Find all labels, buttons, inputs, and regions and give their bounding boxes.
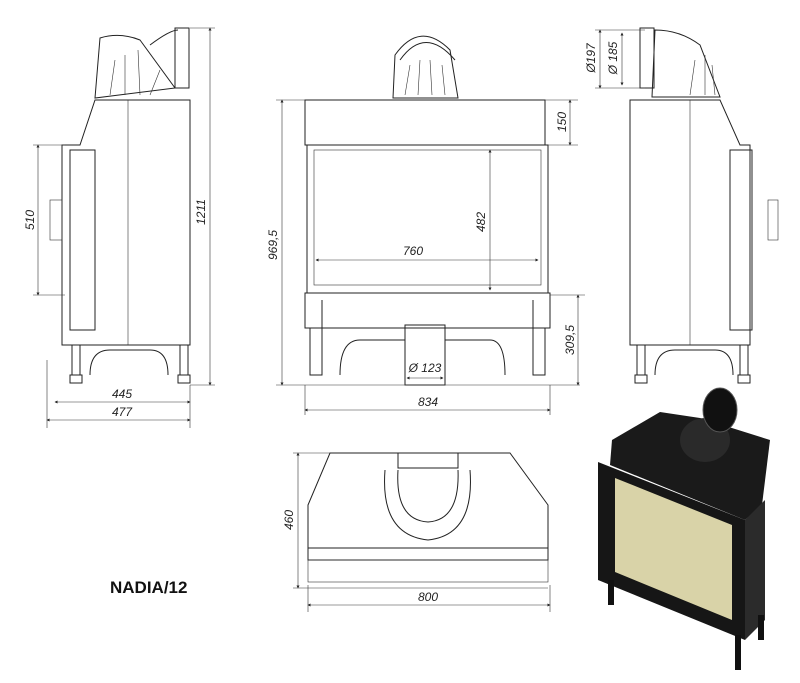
glass-window: [615, 478, 732, 620]
dim-309-5: 309,5: [563, 325, 577, 355]
dim-760: 760: [403, 244, 423, 258]
dim-1211: 1211: [194, 199, 208, 225]
dim-460: 460: [282, 510, 296, 530]
right-side-view: Ø197 Ø 185: [584, 27, 779, 384]
dim-445: 445: [112, 387, 132, 401]
dim-510: 510: [23, 210, 37, 230]
dim-diameter-123: Ø 123: [408, 361, 442, 375]
dim-diameter-197: Ø197: [584, 42, 598, 74]
fireplace-3d-render: [598, 387, 770, 670]
dim-834: 834: [418, 395, 438, 409]
dim-482: 482: [474, 212, 488, 232]
front-view: 969,5 150 760 482 309,5 Ø 123 834: [266, 35, 585, 415]
left-side-view: 1211 510 445 477: [23, 27, 215, 428]
top-view: 460 800: [282, 452, 551, 612]
dim-969-5: 969,5: [266, 230, 280, 260]
dim-800: 800: [418, 590, 438, 604]
model-name: NADIA/12: [110, 578, 188, 597]
dim-diameter-185: Ø 185: [606, 41, 620, 75]
dim-477: 477: [112, 405, 133, 419]
dim-150: 150: [555, 112, 569, 132]
